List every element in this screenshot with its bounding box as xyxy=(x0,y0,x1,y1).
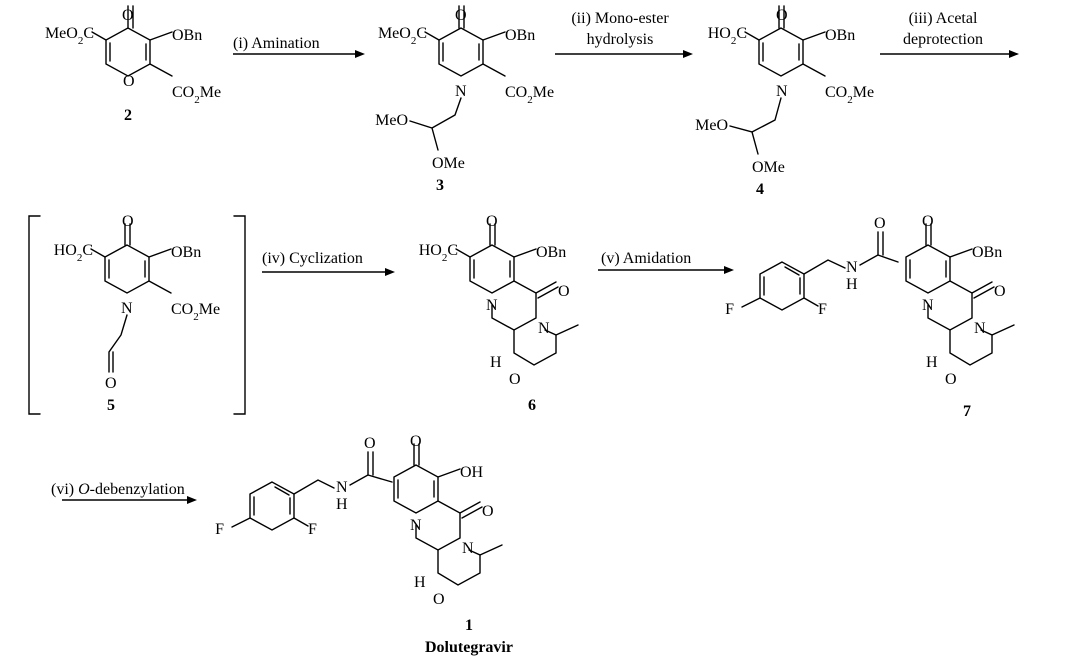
obn-label: OBn xyxy=(171,244,201,261)
compound-number: 6 xyxy=(528,397,536,414)
compound-number: 7 xyxy=(963,403,971,420)
compound-number: 1 xyxy=(465,617,473,634)
step-label-line-2: deprotection xyxy=(903,31,983,48)
ring-n-label: N xyxy=(410,517,422,534)
aldehyde-o-label: O xyxy=(105,375,117,392)
step-label: (iv) Cyclization xyxy=(262,250,363,267)
ring-n-label: N xyxy=(922,297,934,314)
ring-o-label: O xyxy=(433,591,445,608)
fluoro-label: F xyxy=(725,301,734,318)
ring-n-label: N xyxy=(776,83,788,100)
carbonyl-o-label: O xyxy=(122,7,134,24)
compound-3: O MeO2C OBn CO2Me N MeO OMe 3 xyxy=(375,5,554,194)
acid-group-label: HO2C xyxy=(54,242,93,264)
amide-h-label: H xyxy=(846,276,858,293)
stereo-h-label: H xyxy=(490,354,502,371)
amide-o-label: O xyxy=(874,215,886,232)
ester-group-label: MeO2C xyxy=(378,25,427,47)
reaction-arrow-6: (vi) O-debenzylation xyxy=(51,481,197,504)
stereo-h-label: H xyxy=(414,574,426,591)
methoxy-label: OMe xyxy=(432,155,465,172)
ester-group-label: CO2Me xyxy=(171,301,220,323)
ester-group-label: CO2Me xyxy=(505,84,554,106)
methoxy-label: MeO xyxy=(695,117,728,134)
obn-label: OBn xyxy=(825,27,855,44)
obn-label: OBn xyxy=(505,27,535,44)
carbonyl-o-label: O xyxy=(776,7,788,24)
amide-h-label: H xyxy=(336,496,348,513)
carbonyl-o-label: O xyxy=(486,213,498,230)
step-label-line-1: (iii) Acetal xyxy=(909,10,978,27)
compound-name: Dolutegravir xyxy=(425,639,513,656)
amide-n-label: N xyxy=(846,259,858,276)
ring-n-label: N xyxy=(121,300,133,317)
compound-2: O MeO2C OBn CO2Me O 2 xyxy=(45,5,221,124)
compound-6: O HO2C OBn O N N H O 6 xyxy=(419,213,579,414)
carbonyl-o-label: O xyxy=(922,213,934,230)
compound-number: 2 xyxy=(124,107,132,124)
obn-label: OBn xyxy=(172,27,202,44)
acid-group-label: HO2C xyxy=(419,242,458,264)
amide-n-label: N xyxy=(336,479,348,496)
reaction-arrow-5: (v) Amidation xyxy=(598,250,734,274)
ring-o-label: O xyxy=(509,371,521,388)
ring-n-label: N xyxy=(455,83,467,100)
carbonyl-o-label: O xyxy=(455,7,467,24)
ring-o-label: O xyxy=(945,371,957,388)
ester-group-label: MeO2C xyxy=(45,25,94,47)
fluoro-label: F xyxy=(818,301,827,318)
step-label-line-2: hydrolysis xyxy=(587,31,654,48)
methoxy-label: OMe xyxy=(752,159,785,176)
carbonyl-o-label: O xyxy=(482,503,494,520)
carbonyl-o-label: O xyxy=(122,213,134,230)
hydroxyl-label: OH xyxy=(460,464,484,481)
ring-o-label: O xyxy=(123,73,135,90)
compound-number: 5 xyxy=(107,397,115,414)
step-label-line-1: (ii) Mono-ester xyxy=(571,10,669,27)
ring-n-label: N xyxy=(974,320,986,337)
ester-group-label: CO2Me xyxy=(172,84,221,106)
compound-5: O HO2C OBn CO2Me N O 5 xyxy=(28,213,246,415)
step-label: (vi) O-debenzylation xyxy=(51,481,185,498)
carbonyl-o-label: O xyxy=(410,433,422,450)
fluoro-label: F xyxy=(308,521,317,538)
step-label: (i) Amination xyxy=(233,35,320,52)
compound-number: 4 xyxy=(756,181,764,198)
carbonyl-o-label: O xyxy=(994,283,1006,300)
step-label: (v) Amidation xyxy=(601,250,691,267)
fluoro-label: F xyxy=(215,521,224,538)
ring-n-label: N xyxy=(538,320,550,337)
obn-label: OBn xyxy=(536,244,566,261)
carbonyl-o-label: O xyxy=(558,283,570,300)
acid-group-label: HO2C xyxy=(708,25,747,47)
ester-group-label: CO2Me xyxy=(825,84,874,106)
compound-number: 3 xyxy=(436,177,444,194)
compound-4: O HO2C OBn CO2Me N MeO OMe 4 xyxy=(695,5,874,198)
obn-label: OBn xyxy=(972,244,1002,261)
reaction-arrow-4: (iv) Cyclization xyxy=(262,250,395,276)
amide-o-label: O xyxy=(364,435,376,452)
ring-n-label: N xyxy=(486,297,498,314)
reaction-arrow-2: (ii) Mono-ester hydrolysis xyxy=(555,10,693,58)
methoxy-label: MeO xyxy=(375,112,408,129)
reaction-arrow-3: (iii) Acetal deprotection xyxy=(880,10,1019,58)
compound-7: F F N H O O OBn O N N H O 7 xyxy=(725,213,1015,420)
stereo-h-label: H xyxy=(926,354,938,371)
ring-n-label: N xyxy=(462,540,474,557)
compound-1-dolutegravir: F F N H O O OH O N N H O 1 Dolutegravir xyxy=(215,433,513,656)
reaction-arrow-1: (i) Amination xyxy=(233,35,365,58)
